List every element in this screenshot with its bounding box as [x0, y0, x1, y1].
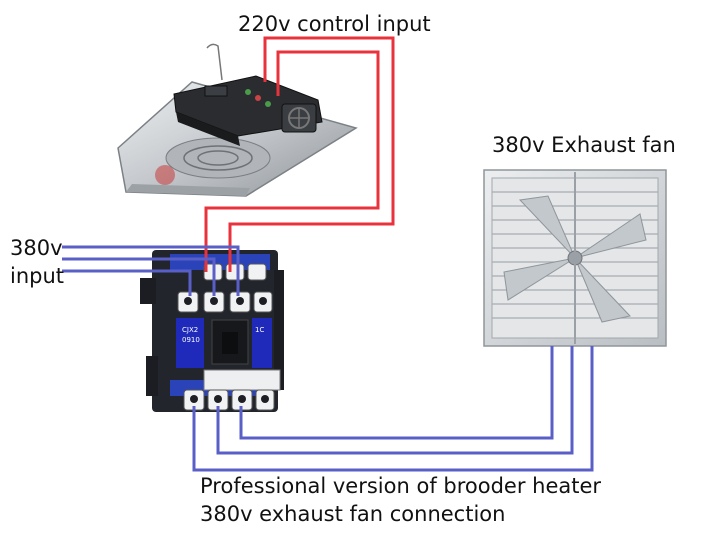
contactor-model-line2: 0910 — [182, 336, 200, 344]
fan-wire-1 — [192, 346, 594, 472]
input-label-line2: input — [10, 264, 65, 288]
ac-contactor-image: CJX2 0910 1С — [140, 250, 284, 412]
caption-line2: 380v exhaust fan connection — [200, 502, 506, 526]
control-wire-2 — [204, 50, 380, 272]
contactor-model-line1: CJX2 — [182, 326, 198, 334]
control-input-label: 220v control input — [238, 12, 431, 36]
exhaust-fan-label: 380v Exhaust fan — [492, 133, 676, 157]
input-wire-1 — [62, 245, 240, 296]
fan-wire-3 — [239, 346, 554, 440]
contactor-contact-type: 1С — [255, 326, 264, 334]
input-wire-3 — [62, 269, 192, 296]
brooder-heater-image — [117, 43, 358, 197]
input-wire-2 — [62, 257, 216, 296]
input-wires — [62, 245, 240, 296]
control-wire-1 — [228, 36, 395, 272]
fan-wires — [192, 346, 594, 472]
fan-wire-2 — [216, 346, 574, 455]
exhaust-fan-image — [483, 169, 667, 347]
input-label-line1: 380v — [10, 236, 63, 260]
caption-line1: Professional version of brooder heater — [200, 474, 602, 498]
control-wires — [204, 36, 395, 272]
